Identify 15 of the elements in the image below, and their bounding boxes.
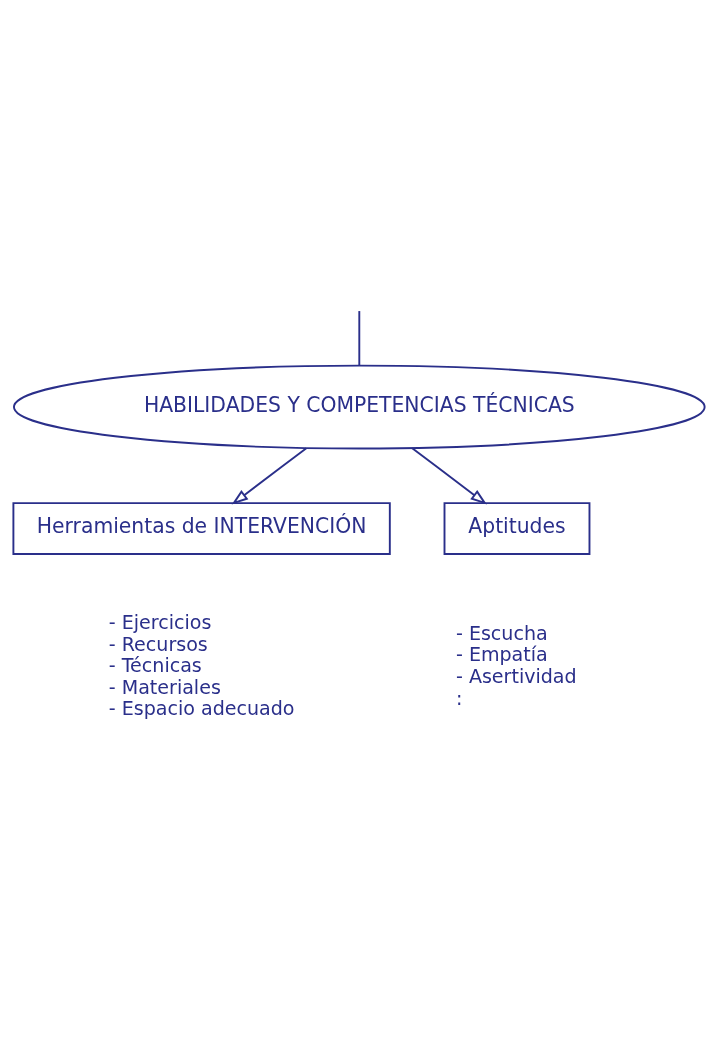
node-box: Herramientas de INTERVENCIÓN	[12, 502, 391, 555]
node-box: Aptitudes	[443, 502, 591, 555]
node-label: :	[455, 686, 463, 709]
node-label: - Ejercicios	[108, 610, 212, 633]
node-label: - Escucha	[455, 621, 548, 644]
node-label: - Espacio adecuado	[108, 697, 295, 720]
node-label: - Asertividad	[455, 665, 577, 688]
node-label: - Materiales	[108, 675, 221, 698]
connector	[358, 310, 361, 367]
node-ellipse: HABILIDADES Y COMPETENCIAS TÉCNICAS	[13, 364, 706, 450]
node-label: - Técnicas	[108, 654, 202, 677]
node-label: - Empatía	[455, 643, 548, 666]
node-label: - Recursos	[108, 632, 208, 655]
arrow	[231, 447, 308, 505]
arrow	[411, 447, 487, 505]
